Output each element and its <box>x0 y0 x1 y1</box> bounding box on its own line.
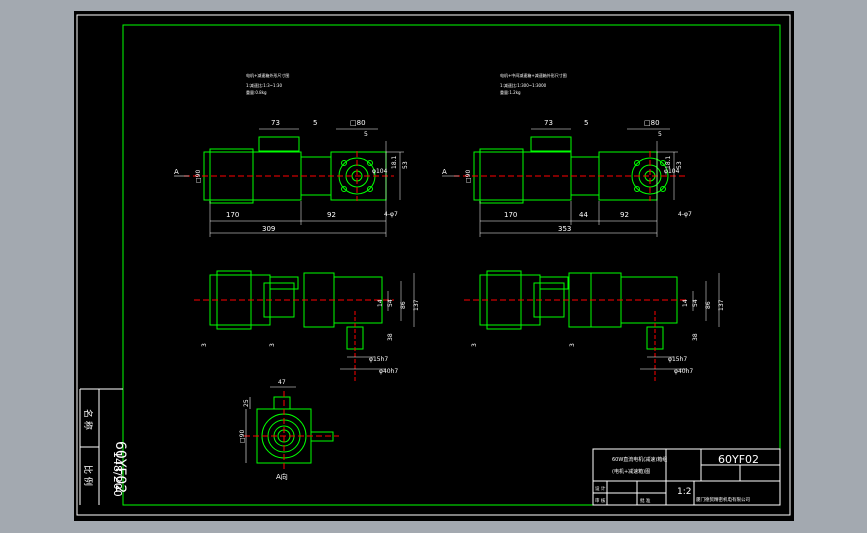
cell-design: 设 计 <box>595 485 606 492</box>
left-dim-side-v: 18.1 <box>391 155 398 169</box>
right-elev-shaft: φ15h7 <box>668 356 687 363</box>
inner-frame <box>122 24 781 506</box>
right-dim-top-a: 73 <box>544 119 553 127</box>
cell-check: 审 核 <box>595 497 606 504</box>
vertical-title: 60YF02 <box>112 441 128 493</box>
side-label-name: 名 称 <box>82 409 94 430</box>
left-view-label: A <box>174 168 179 176</box>
left-dim-r-top: 5 <box>364 131 368 138</box>
cell-approve: 批 准 <box>640 497 651 504</box>
left-dim-motor: 170 <box>226 211 239 219</box>
drawing-sheet: 60YF02 148/200 名 称 比 例 60W直流电机(减速)箱组 (电机… <box>74 11 794 521</box>
left-elev-d7: 3 <box>269 343 276 347</box>
left-elev-pilot: φ40h7 <box>379 368 398 375</box>
right-plan-view: 电机+中间减速箱+减速箱外形尺寸图 1:减速比:1:300~1:3000 重量:… <box>442 72 692 237</box>
right-note-1: 电机+中间减速箱+减速箱外形尺寸图 <box>500 72 567 78</box>
left-elev-d5: 38 <box>387 333 394 341</box>
side-label-scale: 比 例 <box>82 465 94 486</box>
left-elev-shaft: φ15h7 <box>369 356 388 363</box>
left-elev-d4: 14 <box>377 299 384 307</box>
end-view: 47 25 □90 A向 <box>239 379 339 481</box>
left-dim-top-b: 5 <box>313 119 317 127</box>
title-scale: 1:2 <box>677 487 691 497</box>
left-dim-holes: 4-φ7 <box>384 211 398 218</box>
left-dim-top-a: 73 <box>271 119 280 127</box>
right-elev-d6: 3 <box>471 343 478 347</box>
right-elev-pilot: φ40h7 <box>674 368 693 375</box>
right-elev-d4: 14 <box>682 299 689 307</box>
right-dim-top-c: □80 <box>644 119 660 127</box>
left-note-2: 1:减速比:1:3~1:30 <box>246 82 282 88</box>
right-dim-mid: 44 <box>579 211 588 219</box>
left-note-1: 电机+减速箱外形尺寸图 <box>246 72 289 78</box>
right-dim-total: 353 <box>558 225 571 233</box>
end-dim-w: 47 <box>278 379 286 386</box>
left-elev-d1: 137 <box>413 299 420 311</box>
left-dim-dia-a: □90 <box>195 170 202 183</box>
outer-frame <box>76 14 791 516</box>
vertical-scale: 148/200 <box>111 451 124 497</box>
title-desc-1: 60W直流电机(减速)箱组 <box>612 456 667 463</box>
right-dim-motor: 170 <box>504 211 517 219</box>
right-dim-gear: 92 <box>620 211 629 219</box>
right-elev-d2: 86 <box>705 301 712 309</box>
right-elev-d1: 137 <box>718 299 725 311</box>
title-company: 厦门德贸精密机电有限公司 <box>696 496 750 503</box>
right-dim-dia-a: □90 <box>465 170 472 183</box>
left-elev-d2: 86 <box>400 301 407 309</box>
right-elevation-view: φ15h7 φ40h7 137 86 54 14 38 3 3 <box>464 270 725 381</box>
left-dim-total: 309 <box>262 225 275 233</box>
left-elev-d3: 54 <box>387 299 394 307</box>
left-dim-gear: 92 <box>327 211 336 219</box>
right-dim-dia-b: φ104 <box>664 168 680 175</box>
left-plan-view: 电机+减速箱外形尺寸图 1:减速比:1:3~1:30 重量:0.8kg 170 … <box>174 72 409 237</box>
end-dim-side: □90 <box>239 430 246 443</box>
right-view-label: A <box>442 168 447 176</box>
left-note-3: 重量:0.8kg <box>246 89 267 95</box>
left-dim-dia-b: φ104 <box>372 168 388 175</box>
right-elev-d3: 54 <box>692 299 699 307</box>
end-view-label: A向 <box>276 472 288 481</box>
drawing-canvas: 60YF02 148/200 名 称 比 例 60W直流电机(减速)箱组 (电机… <box>76 14 791 516</box>
left-dim-side-h: 53 <box>402 161 409 169</box>
title-desc-2: (电机+减速箱)图 <box>612 468 650 475</box>
right-dim-r-top: 5 <box>658 131 662 138</box>
side-strip: 60YF02 148/200 名 称 比 例 <box>79 388 128 505</box>
end-dim-h: 25 <box>243 399 250 407</box>
right-note-2: 1:减速比:1:300~1:3000 <box>500 82 547 88</box>
right-elev-d5: 38 <box>692 333 699 341</box>
left-dim-top-c: □80 <box>350 119 366 127</box>
title-block: 60W直流电机(减速)箱组 (电机+减速箱)图 60YF02 1:2 厦门德贸精… <box>592 448 781 506</box>
right-dim-top-b: 5 <box>584 119 588 127</box>
right-dim-side-v: 18.1 <box>665 155 672 169</box>
right-note-3: 重量:1.2kg <box>500 89 521 95</box>
title-code: 60YF02 <box>718 453 759 466</box>
left-elevation-view: φ15h7 φ40h7 137 86 54 14 38 3 3 <box>194 270 420 381</box>
right-dim-holes: 4-φ7 <box>678 211 692 218</box>
left-elev-d6: 3 <box>201 343 208 347</box>
right-dim-side-h: 53 <box>676 161 683 169</box>
right-elev-d7: 3 <box>569 343 576 347</box>
